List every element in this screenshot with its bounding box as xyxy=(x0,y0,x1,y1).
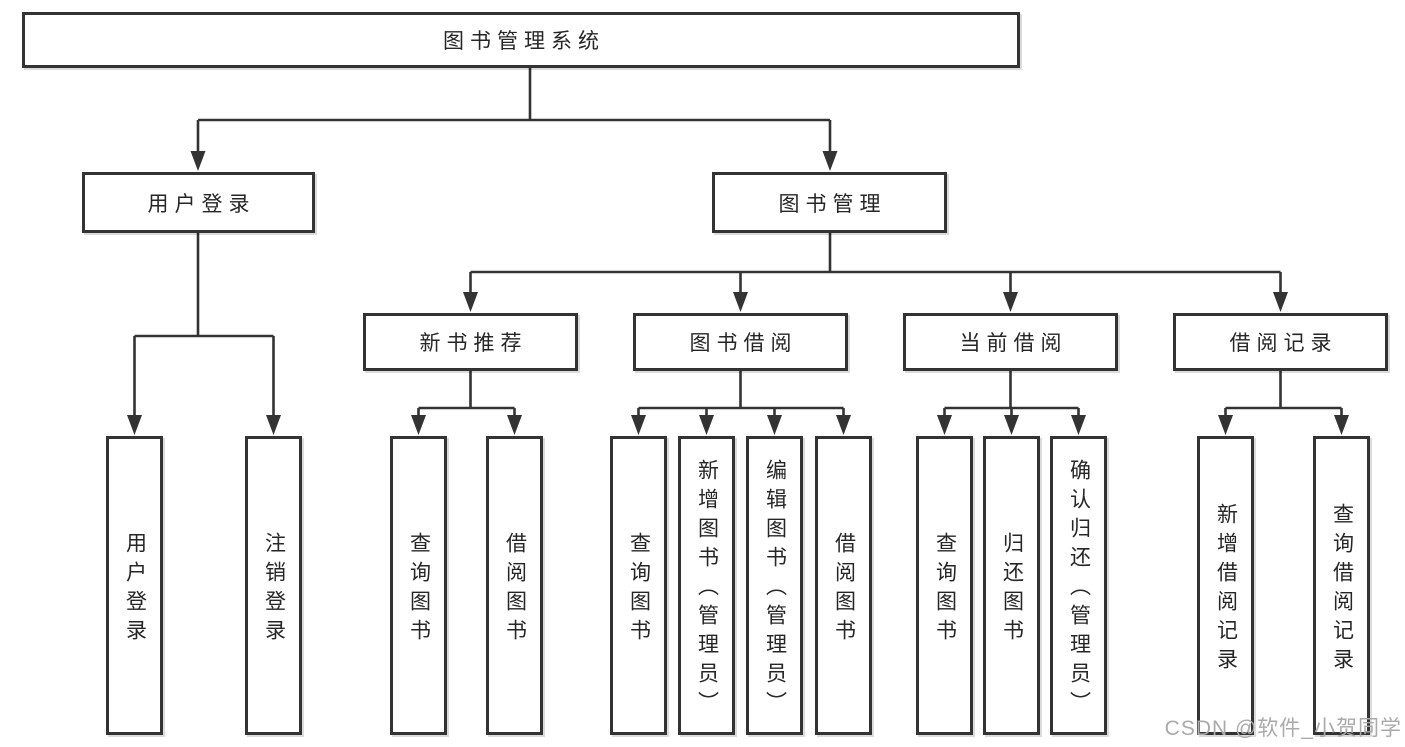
connector-current-borrow-children xyxy=(937,371,1086,435)
node-user-login: 用户登录 xyxy=(82,172,315,233)
leaf-add-borrow-record: 新增借阅记录 xyxy=(1197,436,1254,735)
leaf-borrow-books-borrow: 借阅图书 xyxy=(815,436,872,735)
node-new-book-recommendation: 新书推荐 xyxy=(363,313,578,371)
leaf-query-books-borrow: 查询图书 xyxy=(610,436,667,735)
node-book-borrowing: 图书借阅 xyxy=(633,313,848,371)
leaf-query-borrow-record: 查询借阅记录 xyxy=(1313,436,1370,735)
connector-borrow-record-children xyxy=(1218,371,1349,435)
leaf-return-books: 归还图书 xyxy=(983,436,1040,735)
node-current-borrowing: 当前借阅 xyxy=(903,313,1118,371)
leaf-query-books-current: 查询图书 xyxy=(916,436,973,735)
leaf-add-books-admin: 新增图书（管理员） xyxy=(678,436,735,735)
leaf-logout: 注销登录 xyxy=(245,436,302,735)
node-book-management: 图书管理 xyxy=(712,172,947,233)
leaf-confirm-return-admin: 确认归还（管理员） xyxy=(1050,436,1107,735)
connector-user-login-children xyxy=(127,233,281,435)
connector-root-to-level2 xyxy=(190,68,838,171)
csdn-watermark: CSDN @软件_小贺同学 xyxy=(1164,717,1402,740)
connector-new-book-rec-children xyxy=(411,371,522,435)
leaf-edit-books-admin: 编辑图书（管理员） xyxy=(746,436,803,735)
node-root-system: 图书管理系统 xyxy=(22,12,1020,68)
node-borrowing-records: 借阅记录 xyxy=(1173,313,1388,371)
connector-book-borrow-children xyxy=(631,371,851,435)
leaf-user-login: 用户登录 xyxy=(106,436,163,735)
leaf-query-books: 查询图书 xyxy=(390,436,447,735)
leaf-borrow-books: 借阅图书 xyxy=(486,436,543,735)
connector-book-mgmt-to-level3 xyxy=(463,233,1288,312)
